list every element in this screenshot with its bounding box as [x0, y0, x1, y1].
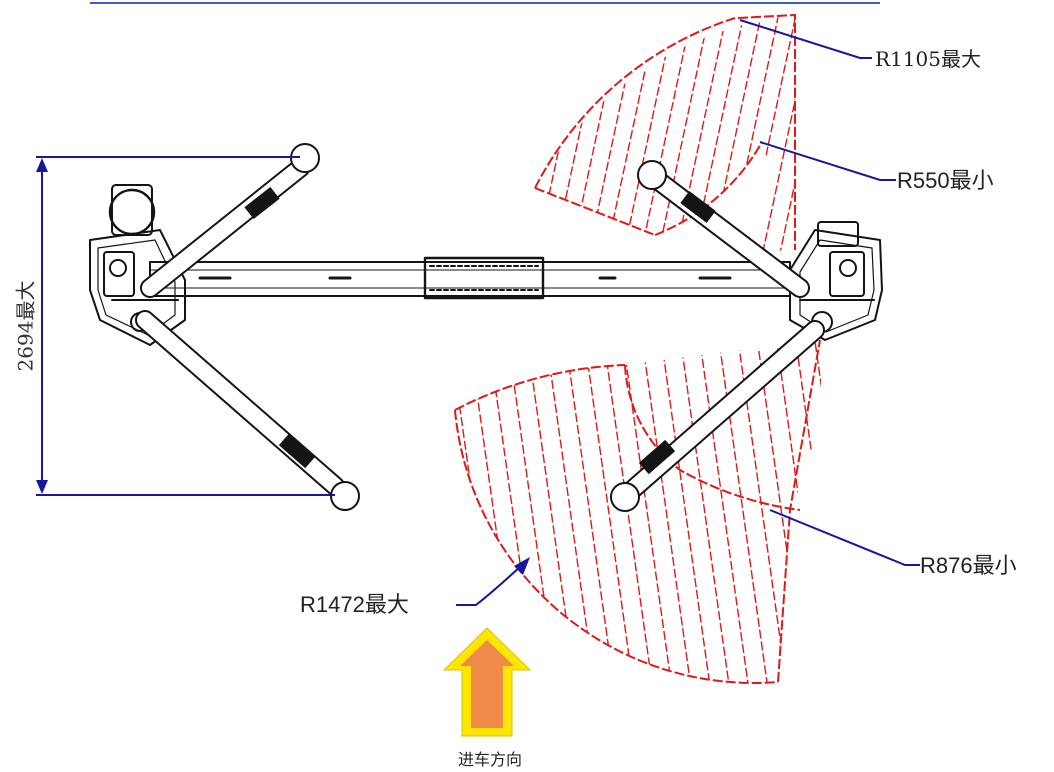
- hatch-line: [597, 340, 664, 683]
- hatch-line: [535, 15, 612, 252]
- hatch-line: [659, 15, 745, 252]
- hatch-line: [710, 340, 776, 683]
- hatch-line: [541, 340, 607, 683]
- label-r1472: R1472最大: [300, 592, 409, 617]
- arm-upper-left: [140, 143, 320, 298]
- hatch-line: [535, 15, 579, 252]
- leader-r1105: R1105最大: [739, 19, 981, 71]
- hatch-line: [693, 15, 778, 252]
- hatch-line: [535, 15, 545, 252]
- arm-upper-right: [637, 160, 810, 298]
- arm-lower-right: [610, 320, 825, 512]
- entry-direction-label: 进车方向: [458, 750, 522, 769]
- hatch-line: [726, 15, 795, 252]
- lift-top-view: [89, 143, 883, 512]
- up-arrow-icon: [442, 627, 532, 737]
- hatch-line: [676, 15, 762, 252]
- arm-lower-left: [135, 310, 360, 511]
- hatch-line: [691, 340, 758, 683]
- hatch-line: [626, 15, 712, 252]
- hatch-line: [535, 15, 595, 252]
- hatch-line: [616, 340, 682, 683]
- hatch-line: [635, 340, 701, 683]
- hatch-line: [484, 340, 551, 683]
- overhead-beam: [149, 256, 791, 300]
- hatch-line: [559, 340, 626, 683]
- label-r550: R550最小: [897, 168, 994, 193]
- height-dimension: 2694最大: [14, 156, 335, 496]
- hatch-line: [654, 340, 720, 683]
- height-label: 2694最大: [14, 281, 38, 372]
- hatch-line: [576, 15, 662, 252]
- hatch-line: [560, 15, 645, 252]
- leader-r876: R876最小: [769, 509, 1017, 578]
- hatch-line: [729, 340, 795, 683]
- hatch-line: [610, 15, 695, 252]
- hatch-line: [709, 15, 795, 252]
- label-r876: R876最小: [920, 553, 1017, 578]
- hatch-line: [593, 15, 678, 252]
- hatch-line: [643, 15, 728, 252]
- hatch-line: [522, 340, 588, 683]
- label-r1105: R1105最大: [875, 47, 981, 71]
- hatch-line: [743, 15, 795, 252]
- hatch-line: [444, 0, 527, 278]
- leader-r1472: R1472最大: [300, 557, 530, 617]
- hatch-line: [804, 340, 822, 683]
- hatch-line: [455, 340, 457, 683]
- hatch-line: [578, 340, 645, 683]
- leader-r550: R550最小: [759, 141, 994, 193]
- hatch-line: [535, 15, 562, 252]
- hatch-line: [503, 340, 569, 683]
- hatch-line: [672, 340, 739, 683]
